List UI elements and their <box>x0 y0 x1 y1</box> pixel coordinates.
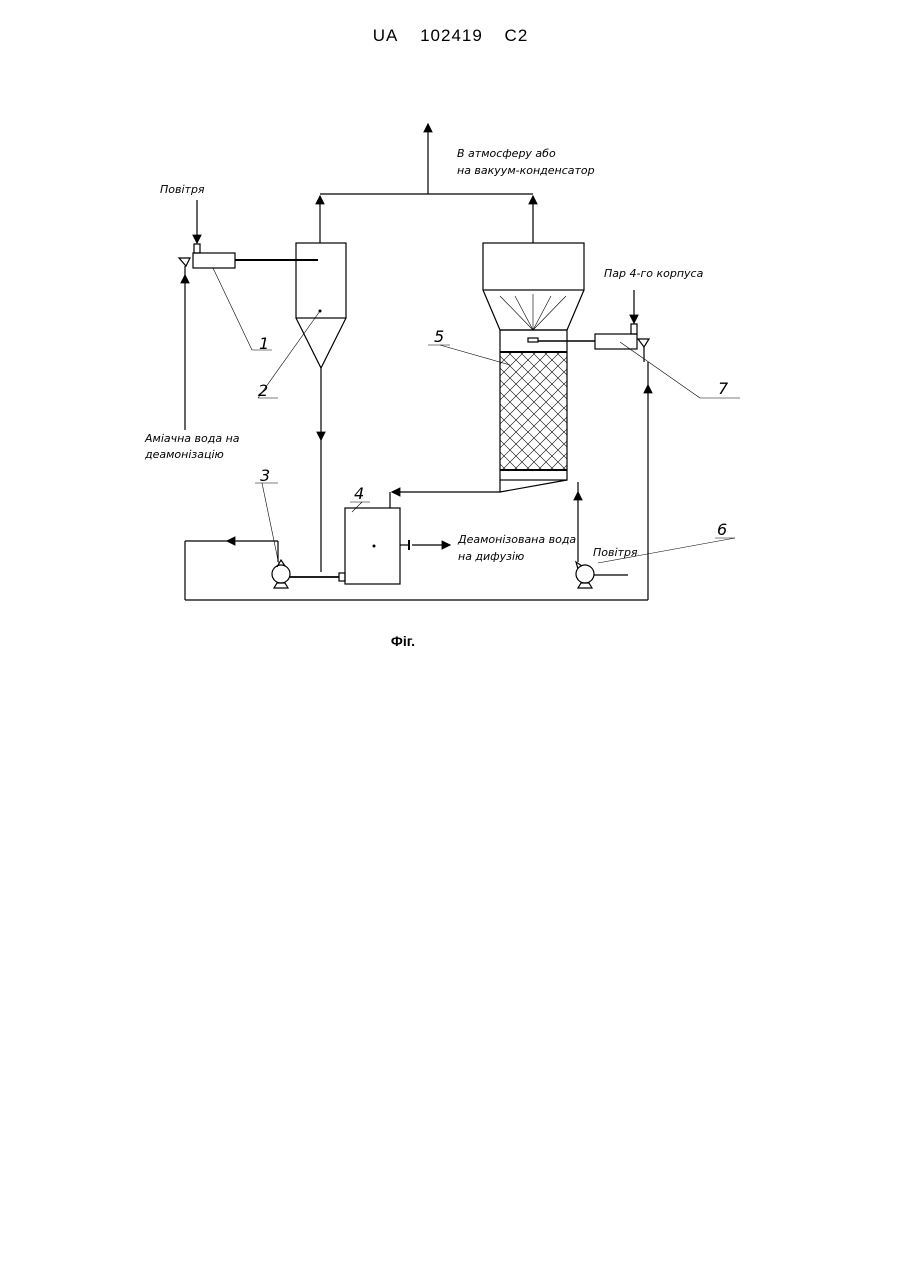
number-4: 4 <box>354 484 364 503</box>
label-to-atmosphere-2: на вакуум-конденсатор <box>457 164 595 177</box>
label-air-left: Повітря <box>160 183 205 196</box>
number-7: 7 <box>718 379 729 398</box>
label-ammonia-2: деамонізацію <box>144 448 224 461</box>
label-steam: Пар 4-го корпуса <box>604 267 704 280</box>
figure-caption: Фіг. <box>0 633 806 649</box>
number-2: 2 <box>258 381 268 400</box>
pump-3 <box>185 541 339 600</box>
number-6: 6 <box>717 520 727 539</box>
fan-6 <box>576 482 628 588</box>
label-ammonia-1: Аміачна вода на <box>144 432 240 445</box>
separator-2 <box>296 243 346 572</box>
label-to-atmosphere-1: В атмосферу або <box>457 147 556 160</box>
number-1: 1 <box>259 334 269 353</box>
label-deammonized-1: Деамонізована вода <box>457 533 576 546</box>
label-deammonized-2: на дифузію <box>458 550 524 563</box>
ejector-1 <box>179 200 318 430</box>
label-air-right: Повітря <box>593 546 638 559</box>
leader-lines <box>213 268 740 565</box>
exhaust-line <box>320 124 533 243</box>
column-5 <box>483 243 584 492</box>
number-3: 3 <box>260 466 270 485</box>
number-5: 5 <box>434 327 444 346</box>
